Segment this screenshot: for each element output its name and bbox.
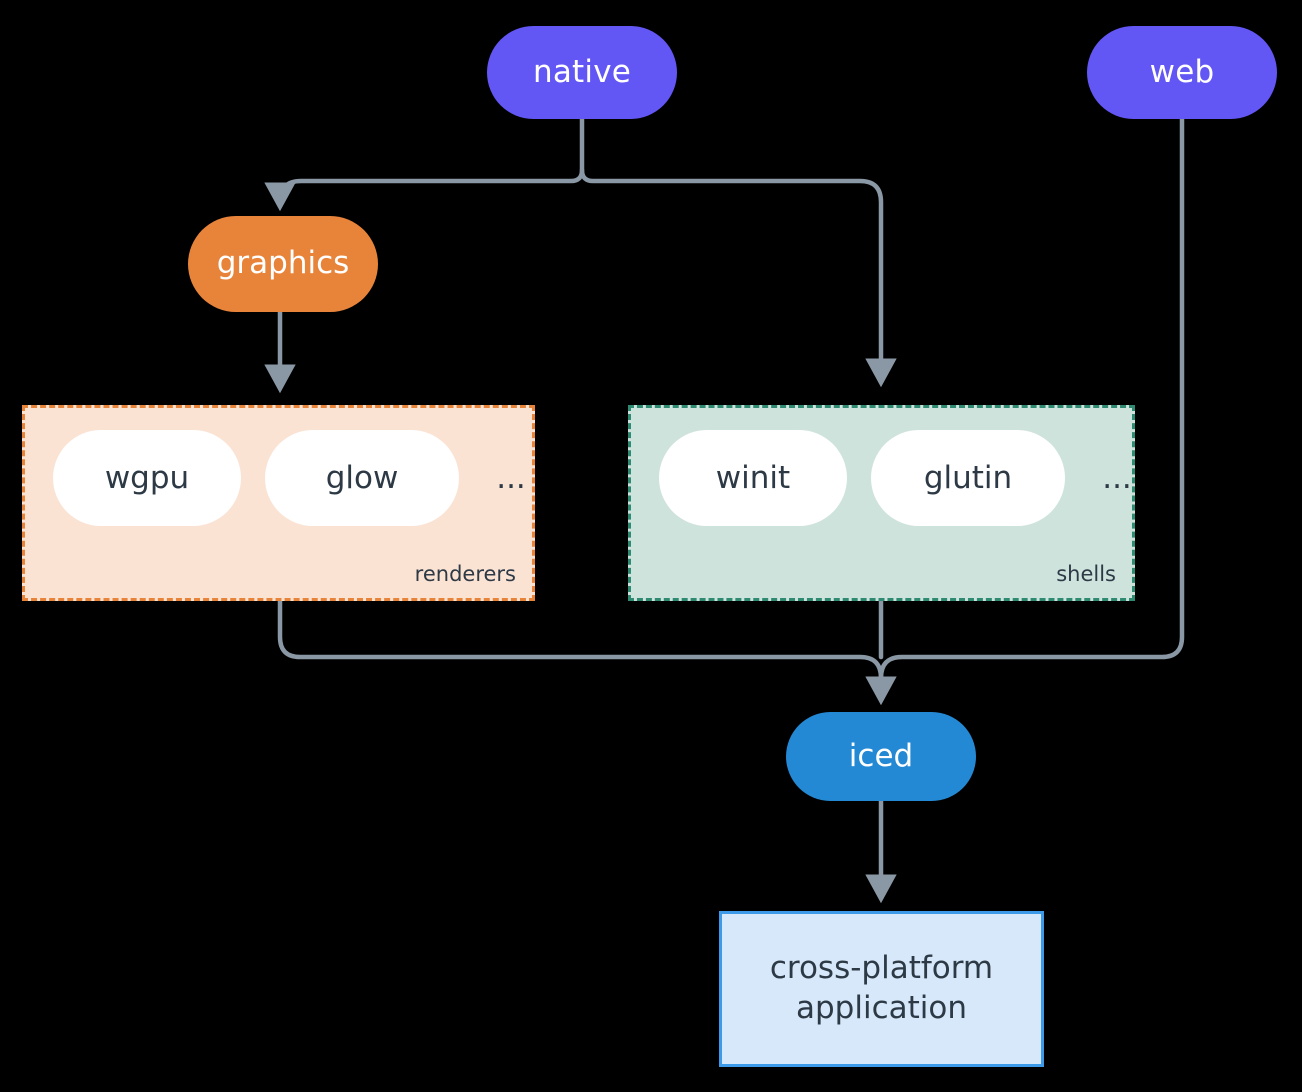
node-application-label-line1: cross-platform: [769, 950, 994, 987]
node-native-label: native: [532, 53, 632, 90]
node-graphics[interactable]: graphics: [188, 216, 378, 312]
node-wgpu-label: wgpu: [104, 460, 190, 496]
node-wgpu[interactable]: wgpu: [53, 430, 241, 526]
node-glutin-label: glutin: [923, 460, 1013, 496]
edge-native-split: [579, 116, 897, 388]
node-graphics-label: graphics: [216, 245, 350, 282]
node-iced[interactable]: iced: [786, 712, 976, 801]
edge-native-graphics: [277, 167, 585, 203]
edge-renderers-iced: [277, 598, 897, 706]
group-renderers-label: renderers: [414, 562, 516, 586]
node-application-label-line2: application: [796, 990, 967, 1026]
group-shells-label: shells: [1056, 562, 1116, 586]
shells-overflow-ellipsis: ...: [1102, 459, 1132, 496]
node-iced-label: iced: [848, 737, 914, 774]
group-shells-items: winit glutin ...: [659, 430, 1141, 526]
group-renderers[interactable]: wgpu glow ... renderers: [22, 405, 535, 601]
renderers-overflow-ellipsis: ...: [496, 459, 526, 496]
node-winit[interactable]: winit: [659, 430, 847, 526]
node-glow-label: glow: [325, 460, 399, 496]
node-glutin[interactable]: glutin: [871, 430, 1065, 526]
node-web[interactable]: web: [1087, 26, 1277, 119]
node-winit-label: winit: [715, 460, 791, 496]
group-renderers-items: wgpu glow ...: [53, 430, 535, 526]
node-application[interactable]: cross-platform application: [719, 911, 1044, 1067]
node-glow[interactable]: glow: [265, 430, 459, 526]
group-shells[interactable]: winit glutin ... shells: [628, 405, 1135, 601]
node-web-label: web: [1149, 53, 1215, 90]
node-native[interactable]: native: [487, 26, 677, 119]
